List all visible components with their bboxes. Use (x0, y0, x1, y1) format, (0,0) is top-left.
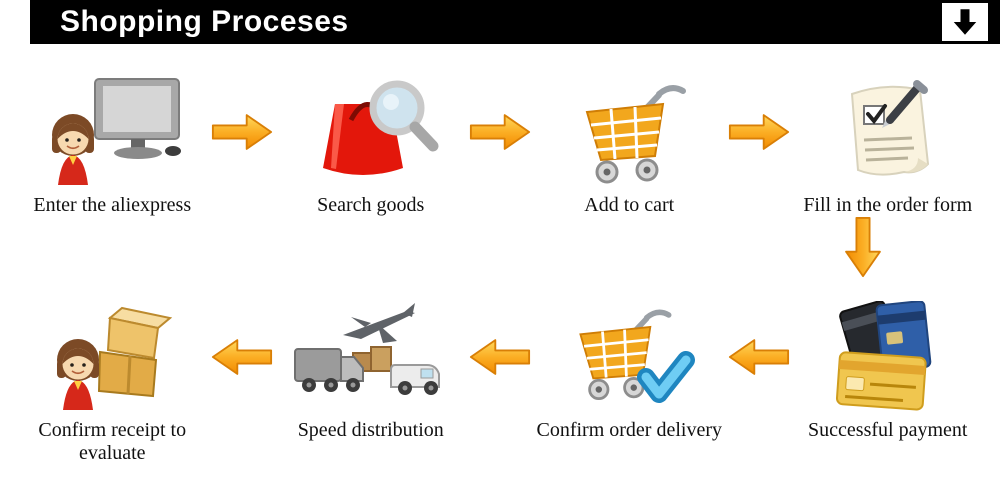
step-label: Search goods (317, 194, 425, 216)
arrow-right-icon (469, 114, 531, 150)
arrow-left-icon (469, 339, 531, 375)
step-successful-payment: Successful payment (790, 279, 987, 442)
process-row-1: Enter the aliexpress (0, 54, 1000, 217)
step-search-goods: Search goods (273, 54, 470, 217)
step-confirm-receipt: Confirm receipt to evaluate (14, 279, 211, 465)
step-speed-distribution: Speed distribution (273, 279, 470, 442)
step-label: Successful payment (808, 419, 968, 441)
row-connector (0, 216, 1000, 279)
step-add-to-cart: Add to cart (531, 54, 728, 217)
step-label: Add to cart (584, 194, 675, 216)
page-title: Shopping Proceses (60, 5, 349, 38)
arrow-left-icon (211, 339, 272, 375)
step-label: Enter the aliexpress (33, 194, 192, 216)
down-arrow-icon (953, 9, 977, 35)
header-bar: Shopping Proceses (30, 0, 1000, 44)
arrow-left-icon (728, 339, 789, 375)
arrow-right-icon (728, 114, 789, 150)
step-label: Confirm receipt to evaluate (38, 419, 187, 464)
arrow-down-icon (845, 216, 881, 278)
person-at-computer-icon (37, 54, 187, 188)
credit-cards-icon (818, 279, 958, 413)
step-fill-order-form: Fill in the order form (790, 54, 987, 217)
process-flow: Enter the aliexpress (0, 54, 1000, 465)
order-form-pen-icon (820, 54, 955, 188)
step-label: Confirm order delivery (536, 419, 723, 441)
person-with-parcels-icon (40, 279, 185, 413)
corner-arrow-box (942, 3, 988, 41)
step-label: Fill in the order form (803, 194, 973, 216)
step-enter-aliexpress: Enter the aliexpress (14, 54, 211, 217)
arrow-right-icon (211, 114, 272, 150)
shopping-cart-icon (567, 54, 692, 188)
step-confirm-order-delivery: Confirm order delivery (531, 279, 728, 442)
step-label: Speed distribution (297, 419, 444, 441)
plane-trucks-icon (291, 279, 451, 413)
process-row-2: Confirm receipt to evaluate (0, 279, 1000, 465)
cart-check-icon (562, 279, 697, 413)
shopping-bag-magnifier-icon (301, 54, 441, 188)
